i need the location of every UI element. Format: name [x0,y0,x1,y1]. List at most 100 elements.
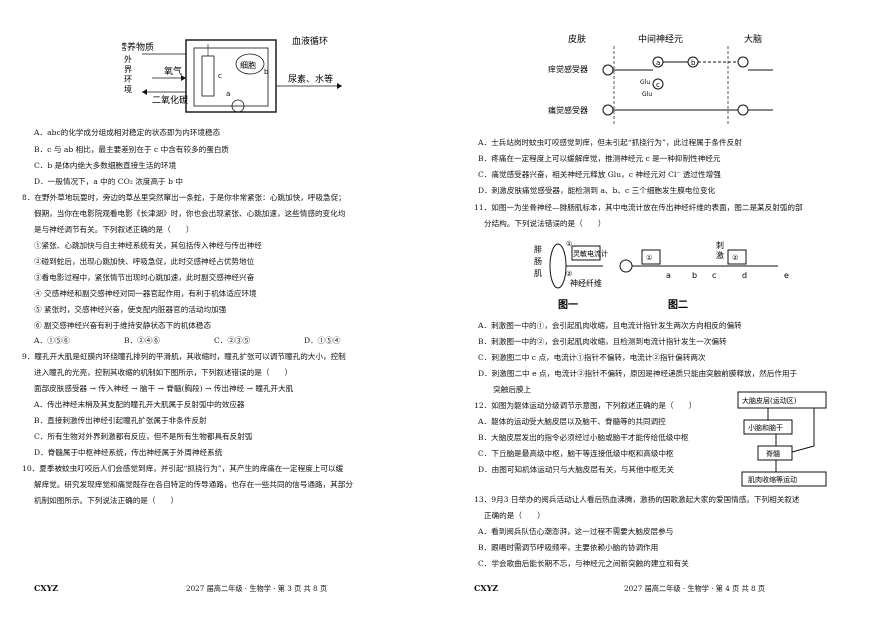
label-brain: 大脑 [744,34,762,45]
svg-text:①: ① [566,240,572,248]
q9-option-d: D．脊髓属于中枢神经系统，传出神经属于外周神经系统 [34,448,223,457]
q13-line-0: 13．9月3 日举办的阅兵活动让人看后热血沸腾，激扬的国歌激起大家的爱国情感。下… [474,495,800,504]
nerve-muscle-figure: 灵敏电流计 ① ② 腓 肠 肌 神经纤维 图一 ① ② a b c d e 刺 … [534,240,789,311]
label-skin: 皮肤 [568,34,586,45]
label-b: b [264,68,269,76]
q8-line-2: 是与神经调节有关。下列叙述正确的是（ ） [34,225,194,234]
svg-text:境: 境 [124,84,132,94]
footer-brand: CXYZ [474,583,499,593]
motor-control-flow: 大脑皮层(运动区) 小脑和脑干 脊髓 肌肉收缩等运动 [737,391,827,487]
q11-option-b: B．刺激图一中的②，会引起肌肉收缩，且检测到电流计指针发生一次偏转 [478,337,727,346]
q9-option-c: C．所有生物对外界刺激都有反应，但不是所有生物都具有反射弧 [34,432,253,441]
svg-text:Glu: Glu [642,91,652,98]
label-external-env: 外 [124,54,132,64]
svg-text:脊髓: 脊髓 [766,449,780,458]
label-oxygen: 氧气 [164,65,182,77]
label-nerve-fiber: 神经纤维 [570,278,602,288]
svg-text:界: 界 [124,65,132,74]
q8-line-6: ④ 交感神经和副交感神经对同一器官起作用，有利于机体适应环境 [34,289,257,298]
internal-environment-figure: 营养物质 血液循环 外 界 环 境 氧气 二氧化碳 细胞 尿素、水等 c a b [122,35,342,113]
q9-option-b: B．直接刺激传出神经引起瞳孔扩张属于非条件反射 [34,416,207,425]
label-muscle-1: 腓 [534,244,542,254]
label-interneuron: 中间神经元 [638,34,683,45]
label-c: c [218,72,222,80]
label-nutrients: 营养物质 [122,41,154,53]
q11-line-1: 分结构。下列说法错误的是（ ） [484,219,606,228]
q8-line-8: ⑥ 副交感神经兴奋有利于维持安静状态下的机体稳态 [34,321,212,330]
q10-option-d: D．刺激皮肤痛觉感受器，能检测到 a、b、c 三个细胞发生膜电位变化 [478,186,716,195]
q10-option-c: C．痛觉感受器兴奋，相关神经元释放 Glu，c 神经元对 Cl⁻ 透过性增强 [478,170,721,179]
svg-text:肌肉收缩等运动: 肌肉收缩等运动 [748,475,797,484]
q12-line-0: 12．如图为躯体运动分级调节示意图，下列叙述正确的是（ ） [474,401,697,410]
svg-text:Glu: Glu [640,79,650,86]
heart-shape [231,99,245,113]
q11-option-d: D．刺激图二中 e 点，电流计②指针不偏转，原因是神经递质只能由突触前膜释放，然… [478,369,798,378]
label-fig2: 图二 [668,299,688,311]
q12-option-d: D．由图可知机体运动只与大脑皮层有关，与其他中枢无关 [478,465,674,474]
q9-flow: 面部皮肤感受器 → 传入神经 → 脑干 → 脊髓(胸段) → 传出神经 → 瞳孔… [34,384,294,393]
label-urea-water: 尿素、水等 [288,73,333,85]
svg-text:①: ① [646,254,652,262]
q9-line-0: 9．瞳孔开大肌是虹膜内环绕瞳孔排列的平滑肌，其收缩时，瞳孔扩张可以调节瞳孔的大小… [22,352,346,361]
svg-text:b: b [691,59,696,67]
footer-brand: CXYZ [34,583,59,593]
q13-option-a: A．看到阅兵队伍心潮澎湃，这一过程不需要大脑皮层参与 [478,527,674,536]
q8-line-4: ②碰到蛇后，出现心跳加快、呼吸急促，此时交感神经占优势地位 [34,257,255,266]
q8-choice-b: B．②④⑥ [124,336,160,345]
q11-option-c: C．刺激图二中 c 点，电流计①指针不偏转，电流计②指针偏转两次 [478,353,706,362]
q12-option-a: A．躯体的运动受大脑皮层以及脑干、脊髓等的共同调控 [478,417,666,426]
q11-option-d-cont: 突触后膜上 [478,385,532,394]
label-pain-receptor: 痛觉感受器 [548,105,588,115]
right-page: 皮肤 中间神经元 大脑 痒觉感受器 痛觉感受器 a b c Glu Glu A．… [448,0,868,632]
q12-option-c: C．下丘脑是最高级中枢，脑干等连接低级中枢和高级中枢 [478,449,674,458]
q8-line-7: ⑤ 紧张时，交感神经兴奋，使支配内脏器官的活动均加强 [34,305,227,314]
q11-line-0: 11．如图一为坐骨神经—腓肠肌标本，其中电流计放在传出神经纤维的表面，图二是某反… [474,203,803,212]
q12-option-b: B．大脑皮层发出的指令必须经过小脑或脑干才能传给低级中枢 [478,433,689,442]
svg-text:②: ② [732,254,738,262]
label-a: a [226,90,230,98]
svg-text:a: a [656,59,660,67]
label-blood-circulation: 血液循环 [292,35,328,47]
q8-line-5: ③看电影过程中，紧张情节出现时心跳加速，此时副交感神经兴奋 [34,273,255,282]
q10-option-a: A．士兵站岗时蚊虫叮咬感觉到痒，但未引起“抓挠行为”，此过程属于条件反射 [478,138,742,147]
q7-option-d: D．一般情况下，a 中的 CO₂ 浓度高于 b 中 [34,177,183,186]
svg-text:b: b [692,271,697,280]
q10-line-2: 机制如图所示。下列说法正确的是（ ） [34,496,179,505]
q8-choice-d: D．①⑤④ [304,336,341,345]
q9-option-a: A．传出神经末梢及其支配的瞳孔开大肌属于反射弧中的效应器 [34,400,245,409]
q8-choice-c: C．②③⑤ [214,336,251,345]
lymph-vessel [201,55,215,97]
svg-text:②: ② [566,270,572,278]
svg-text:e: e [784,271,789,280]
label-stimulus: 刺 [716,241,724,250]
svg-text:环: 环 [124,75,132,84]
left-page: 营养物质 血液循环 外 界 环 境 氧气 二氧化碳 细胞 尿素、水等 c a b… [14,0,434,632]
svg-text:激: 激 [716,250,724,260]
q8-line-3: ①紧张、心跳加快与自主神经系统有关，其包括传入神经与传出神经 [34,241,262,250]
q11-option-a: A．刺激图一中的①，会引起肌肉收缩，且电流计指针发生两次方向相反的偏转 [478,321,742,330]
cell-shape [235,53,265,75]
label-itch-receptor: 痒觉感受器 [548,64,588,74]
q7-option-a: A．abc的化学成分组成相对稳定的状态即为内环境稳态 [34,128,221,137]
q7-option-c: C．b 是体内绝大多数细胞直接生活的环境 [34,161,177,170]
label-fig1: 图一 [558,299,578,311]
q10-line-0: 10．夏季被蚊虫叮咬后人们会感觉到痒，并引起“抓挠行为”，其产生的痒痛在一定程度… [22,464,344,473]
q10-option-b: B．疼痛在一定程度上可以缓解痒觉，推测神经元 c 是一种抑制性神经元 [478,154,721,163]
q8-line-1: 假期，当你在电影院观看电影《长津湖》时，你也会出现紧张、心跳加速，这些情感的变化… [34,209,346,218]
q8-line-0: 8．在野外草地玩耍时，旁边的草丛里突然窜出一条蛇，于是你非常紧张：心跳加快，呼吸… [22,193,346,202]
svg-text:c: c [656,81,660,89]
label-cell: 细胞 [240,60,256,70]
svg-text:d: d [742,271,747,280]
label-meter: 灵敏电流计 [573,249,608,258]
page-number: 2027 届高二年级 · 生物学 · 第 4 页 共 8 页 [624,584,766,593]
q13-line-1: 正确的是（ ） [484,511,545,520]
q13-option-c: C．学会歌曲后能长期不忘，与神经元之间新突触的建立和有关 [478,559,689,568]
svg-text:肌: 肌 [534,269,542,278]
label-co2: 二氧化碳 [152,94,188,106]
page-number: 2027 届高二年级 · 生物学 · 第 3 页 共 8 页 [186,584,328,593]
q8-choice-a: A．①⑤⑥ [34,336,70,345]
q10-line-1: 解痒觉。研究发现痒觉和痛觉既存在各自特定的传导通路，也存在一些共同的信号通路，其… [34,480,353,489]
svg-text:肠: 肠 [534,257,542,266]
svg-text:大脑皮层(运动区): 大脑皮层(运动区) [742,396,797,405]
itch-pain-figure: 皮肤 中间神经元 大脑 痒觉感受器 痛觉感受器 a b c Glu Glu [548,34,773,124]
